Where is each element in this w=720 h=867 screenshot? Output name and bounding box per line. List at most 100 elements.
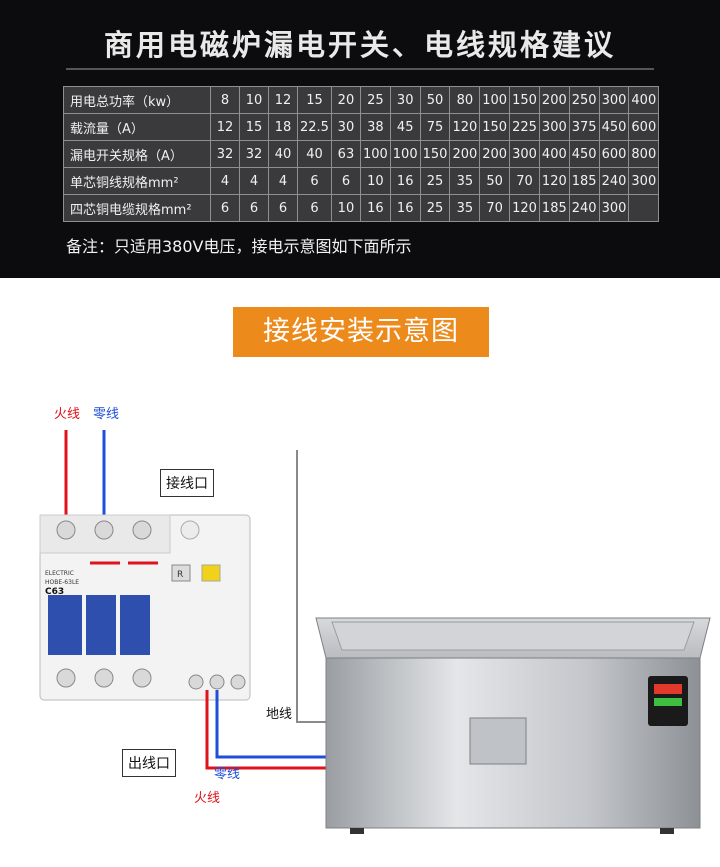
spec-cell: 120 (449, 113, 481, 141)
input-port-label: 接线口 (160, 469, 214, 497)
spec-cell: 600 (598, 140, 630, 168)
note-text: 备注：只适用380V电压，接电示意图如下面所示 (66, 237, 412, 256)
spec-cell: 250 (568, 86, 600, 114)
neutral-label-bottom: 零线 (214, 767, 241, 782)
spec-cell: 80 (449, 86, 481, 114)
spec-cell: 4 (210, 167, 240, 195)
breaker-brand: ELECTRIC (45, 570, 74, 577)
spec-cell: 300 (628, 167, 660, 195)
spec-cell: 300 (509, 140, 540, 168)
spec-cell: 16 (389, 194, 421, 222)
spec-cell: 16 (389, 167, 421, 195)
spec-cell: 20 (330, 86, 361, 114)
spec-cell: 200 (479, 140, 511, 168)
live-label-bottom: 火线 (194, 791, 221, 806)
spec-cell: 32 (239, 140, 269, 168)
spec-cell: 63 (330, 140, 361, 168)
ground-label: 地线 (266, 707, 293, 722)
spec-cell: 70 (479, 194, 511, 222)
spec-cell: 40 (268, 140, 298, 168)
spec-cell: 300 (598, 86, 630, 114)
spec-cell: 100 (479, 86, 511, 114)
live-wire-out (205, 690, 380, 770)
spec-cell: 6 (297, 167, 332, 195)
neutral-wire-out (215, 690, 340, 759)
spec-cell: 18 (268, 113, 298, 141)
wiring-diagram: ELECTRIC HOBE-63LE C63 R (39, 430, 711, 834)
spec-cell: 185 (538, 194, 570, 222)
page-title: 商用电磁炉漏电开关、电线规格建议 (103, 28, 616, 62)
spec-cell: 6 (297, 194, 332, 222)
spec-cell: 450 (598, 113, 630, 141)
spec-row-label: 漏电开关规格（A） (63, 140, 211, 168)
spec-cell (628, 194, 660, 222)
spec-row-label: 单芯铜线规格mm² (63, 167, 211, 195)
spec-cell: 30 (389, 86, 421, 114)
spec-cell: 35 (449, 194, 481, 222)
spec-cell: 10 (330, 194, 361, 222)
title-divider (66, 68, 654, 70)
spec-row-label: 四芯铜电缆规格mm² (63, 194, 211, 222)
spec-cell: 600 (628, 113, 660, 141)
leakage-breaker (39, 514, 251, 701)
spec-cell: 10 (239, 86, 269, 114)
spec-cell: 400 (538, 140, 570, 168)
spec-cell: 120 (538, 167, 570, 195)
spec-cell: 225 (509, 113, 540, 141)
spec-cell: 240 (568, 194, 600, 222)
spec-cell: 300 (598, 194, 630, 222)
spec-cell: 150 (479, 113, 511, 141)
spec-cell: 38 (359, 113, 391, 141)
spec-cell: 200 (449, 140, 481, 168)
spec-cell: 45 (389, 113, 421, 141)
spec-row-label: 载流量（A） (63, 113, 211, 141)
spec-cell: 25 (419, 194, 451, 222)
breaker-model: HOBE-63LE (45, 579, 79, 586)
spec-cell: 6 (330, 167, 361, 195)
spec-cell: 50 (479, 167, 511, 195)
neutral-label-top: 零线 (93, 407, 120, 422)
spec-cell: 240 (598, 167, 630, 195)
breaker-rating: C63 (45, 587, 64, 597)
spec-cell: 4 (239, 167, 269, 195)
spec-cell: 35 (449, 167, 481, 195)
test-button-label: R (177, 570, 183, 580)
spec-cell: 25 (359, 86, 391, 114)
spec-row-label: 用电总功率（kw） (63, 86, 211, 114)
spec-cell: 6 (268, 194, 298, 222)
spec-cell: 100 (359, 140, 391, 168)
spec-cell: 100 (389, 140, 421, 168)
spec-cell: 75 (419, 113, 451, 141)
spec-cell: 16 (359, 194, 391, 222)
spec-cell: 300 (538, 113, 570, 141)
spec-cell: 25 (419, 167, 451, 195)
spec-cell: 4 (268, 167, 298, 195)
spec-cell: 150 (419, 140, 451, 168)
section-banner: 接线安装示意图 (233, 307, 489, 357)
induction-cooker (315, 617, 711, 834)
ground-wire (296, 450, 330, 723)
spec-cell: 400 (628, 86, 660, 114)
spec-cell: 22.5 (297, 113, 332, 141)
spec-cell: 150 (509, 86, 540, 114)
output-port-label: 出线口 (122, 749, 176, 777)
spec-cell: 12 (268, 86, 298, 114)
spec-cell: 375 (568, 113, 600, 141)
spec-cell: 450 (568, 140, 600, 168)
spec-cell: 70 (509, 167, 540, 195)
spec-cell: 50 (419, 86, 451, 114)
spec-cell: 30 (330, 113, 361, 141)
spec-cell: 32 (210, 140, 240, 168)
spec-cell: 15 (297, 86, 332, 114)
spec-cell: 8 (210, 86, 240, 114)
spec-cell: 120 (509, 194, 540, 222)
spec-cell: 40 (297, 140, 332, 168)
spec-cell: 800 (628, 140, 660, 168)
